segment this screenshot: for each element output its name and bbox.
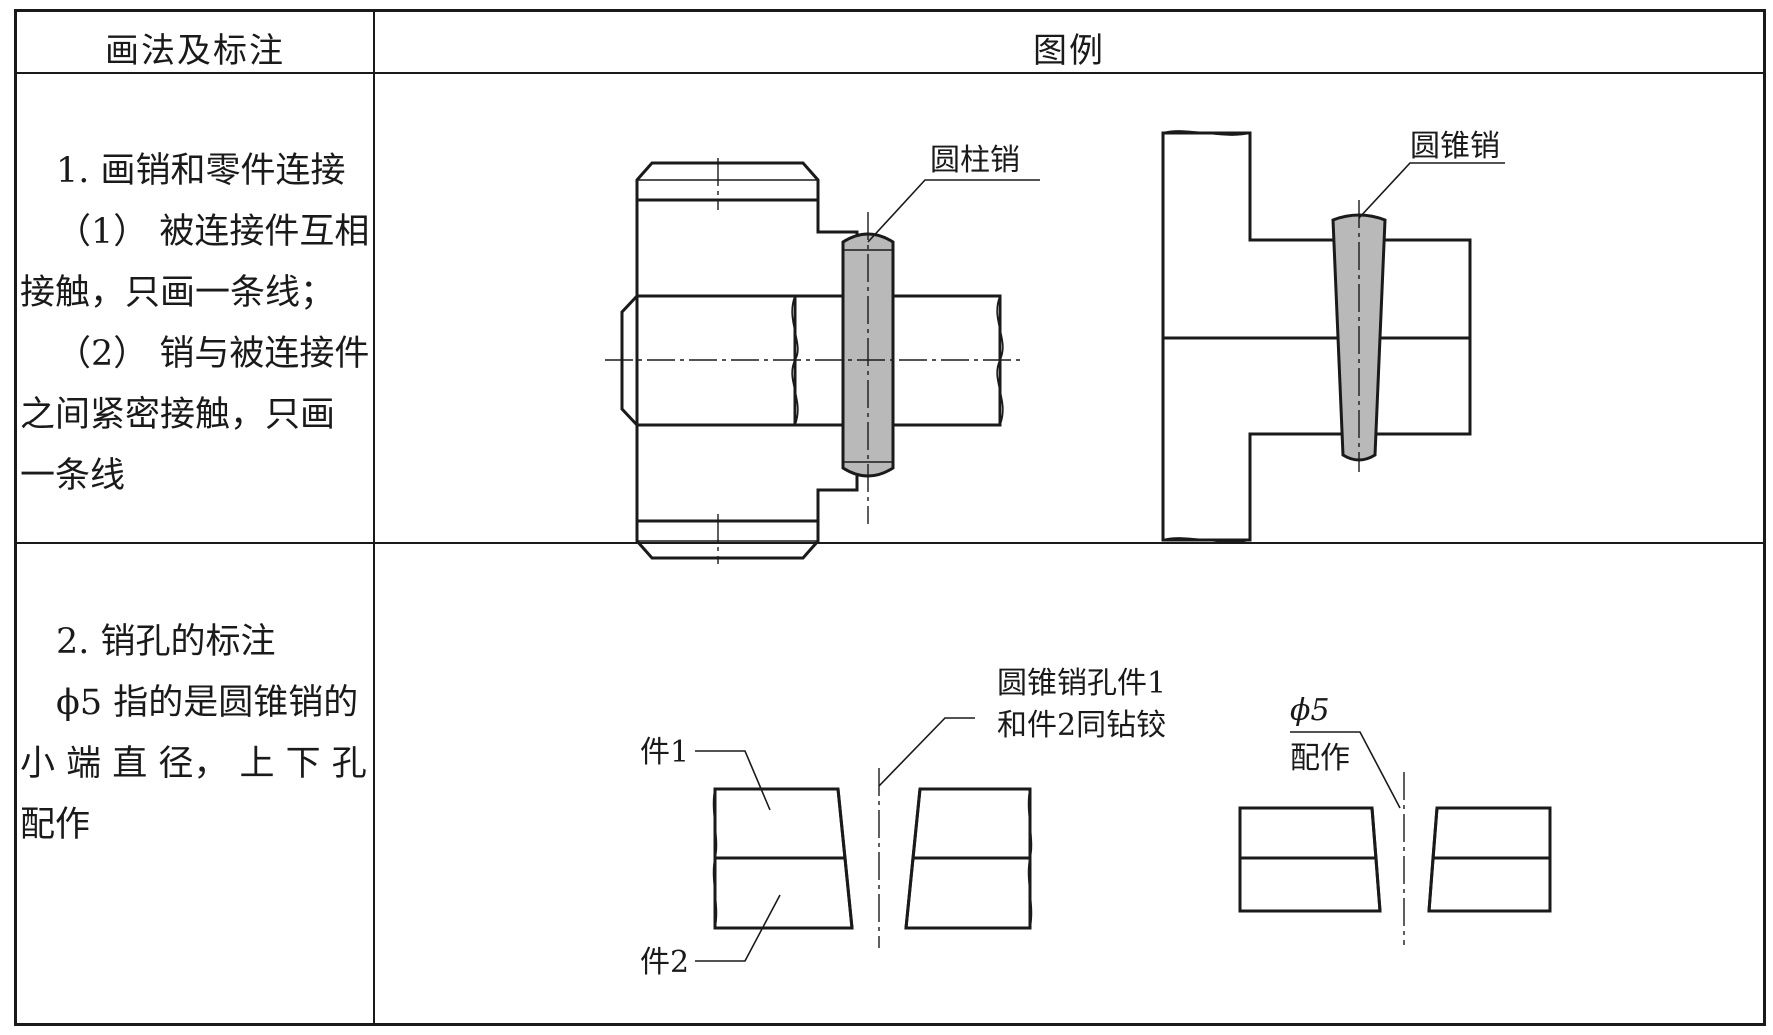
right-part1-right [1431,806,1552,860]
taper-pin-label: 圆锥销 [1410,129,1500,164]
part1-left [713,787,847,860]
note-line1: 圆锥销孔件1 [997,666,1166,701]
gear-tooth-bottom [635,521,820,560]
row1-line: 一条线 [20,456,126,496]
pin-hole-figure-right: ϕ5 配作 [1238,693,1552,945]
part1-right [911,787,1032,860]
header-example: 图例 [1033,30,1105,71]
row1-line: （2） 销与被连接件 [56,334,370,374]
row2-line: 小 端 直 径， 上 下 孔 [20,744,367,784]
right-part2-left [1238,856,1382,913]
note-line2: 和件2同钻铰 [997,708,1166,743]
part2-left [713,856,854,930]
gear-tooth-top [635,161,820,200]
dim-leader [1290,731,1401,809]
cylindrical-pin-label: 圆柱销 [930,143,1020,178]
taper-pin-figure: 圆锥销 [1161,129,1505,543]
dim-label: ϕ5 [1290,693,1330,728]
part2-leader [695,894,781,962]
pin-hole-figure-left: 圆锥销孔件1 和件2同钻铰 件1 件2 [640,666,1166,980]
row1-description: 1. 画销和零件连接 （1） 被连接件互相 接触，只画一条线； （2） 销与被连… [20,141,410,507]
taper-pin-leader [1358,162,1505,219]
row2-description: 2. 销孔的标注 ϕ5 指的是圆锥销的 小 端 直 径， 上 下 孔 配作 [20,612,410,856]
part2-right [904,856,1032,930]
right-part1-left [1238,806,1378,860]
row2-line: 配作 [20,805,91,845]
cylindrical-pin-leader [867,179,1040,243]
row1-line: （1） 被连接件互相 [56,212,370,252]
hub-lower-section [635,423,859,523]
row1-line: 之间紧密接触，只画 [20,395,336,435]
fit-label: 配作 [1290,741,1350,776]
part1-leader [695,750,771,811]
part1-label: 件1 [640,735,689,770]
taper-lower-part [1161,336,1472,542]
right-part2-right [1427,856,1552,913]
header-divider [17,72,1763,74]
row1-line: 接触，只画一条线； [20,273,336,313]
header-method: 画法及标注 [105,30,285,71]
row2-line: ϕ5 指的是圆锥销的 [56,683,359,723]
row-divider [17,542,1763,544]
row1-line: 1. 画销和零件连接 [56,151,346,191]
note-leader [878,717,975,787]
part2-label: 件2 [640,945,689,980]
pin-drawing-table: 画法及标注 图例 [14,9,1766,1026]
column-divider [373,12,375,1023]
hub-upper-section [635,198,859,298]
row2-line: 2. 销孔的标注 [56,622,276,662]
cylindrical-pin-figure: 圆柱销 [605,143,1040,564]
